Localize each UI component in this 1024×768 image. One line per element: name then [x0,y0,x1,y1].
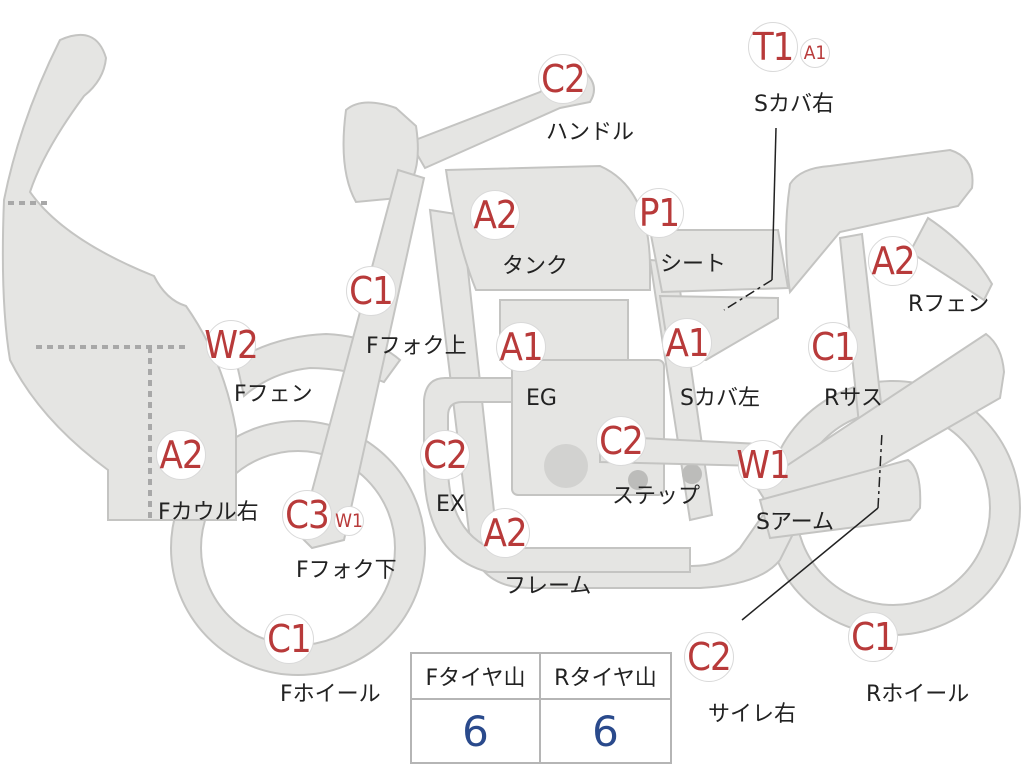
front-cowl-right-label: Fカウル右 [158,500,259,525]
engine-badge-1: A1 [496,322,546,372]
swing-arm-label: Sアーム [756,510,834,535]
tank-badge-1: A2 [470,190,520,240]
swing-arm-badge-1: W1 [736,440,791,490]
rear-fender-label: Rフェン [908,292,990,317]
silencer-right-label: サイレ右 [708,702,797,727]
exhaust-shape [423,377,691,573]
silencer-leader-dash [877,431,883,509]
handle-badge-1: C2 [538,54,588,104]
exhaust-label: EX [436,492,465,517]
rear-fender-badge-1: A2 [868,236,918,286]
engine-label: EG [526,386,557,411]
seat-label: シート [660,252,727,277]
tire-tread-table: Fタイヤ山 Rタイヤ山 6 6 [410,652,672,764]
silencer-leader [741,507,879,621]
front-wheel-badge-1: C1 [264,614,314,664]
seat-shape [648,229,790,294]
exhaust-badge-1: C2 [420,430,470,480]
tank-label: タンク [502,254,569,279]
rear-tire-value: 6 [592,706,619,756]
rear-wheel-badge-1: C1 [848,612,898,662]
side-cover-right-leader [771,127,777,281]
front-cowl-shape [1,33,237,521]
front-fork-lower-label: Fフォク下 [296,558,397,583]
front-tire-value: 6 [412,700,541,762]
swing-arm-shape [754,332,1006,526]
side-cover-left-label: Sカバ左 [680,386,760,411]
rear-suspension-label: Rサス [824,386,883,411]
rear-fender-shape [908,216,994,302]
front-fork-upper-badge-1: C1 [346,266,396,316]
silencer-right-badge-1: C2 [684,632,734,682]
rear-suspension-badge-1: C1 [808,322,858,372]
front-fender-label: Fフェン [234,382,313,407]
side-cover-right-badge-2: A1 [800,38,830,68]
step-badge-1: C2 [596,416,646,466]
handle-label: ハンドル [546,120,635,145]
cowl-dotted-line [8,201,190,520]
side-cover-right-badge-1: T1 [748,22,798,72]
front-fork-lower-badge-1: C3 [282,490,332,540]
frame-badge-1: A2 [480,508,530,558]
seat-badge-1: P1 [634,188,684,238]
frame-label: フレーム [504,574,592,599]
front-fender-badge-1: W2 [204,320,259,370]
rear-cowl-shape [785,148,974,295]
rear-tire-header: Rタイヤ山 [541,654,670,700]
front-fork-shape [298,168,426,550]
side-cover-right-label: Sカバ右 [754,92,834,117]
side-cover-left-badge-1: A1 [662,318,712,368]
rear-wheel-label: Rホイール [866,682,970,707]
front-cowl-right-badge-1: A2 [156,430,206,480]
front-wheel-label: Fホイール [280,682,381,707]
front-fork-upper-label: Fフォク上 [366,334,467,359]
step-label: ステップ [612,484,701,509]
front-tire-header: Fタイヤ山 [412,654,541,700]
side-cover-right-leader-dash [723,279,773,311]
front-fork-lower-badge-2: W1 [334,506,364,536]
